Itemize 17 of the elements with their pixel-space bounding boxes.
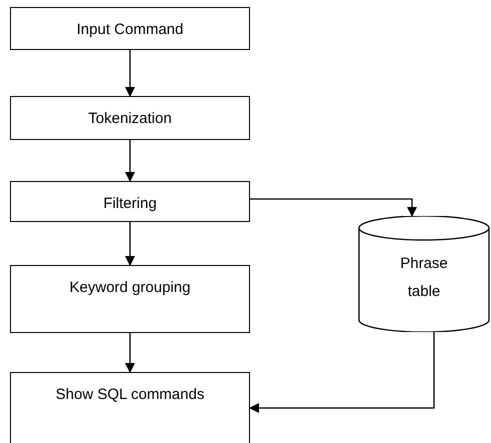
process-box (10, 181, 250, 222)
arrow (125, 333, 135, 373)
process-box (10, 265, 250, 333)
node-label: Keyword grouping (70, 278, 190, 298)
process-box (10, 96, 250, 140)
arrow (249, 332, 435, 413)
arrow (125, 50, 135, 97)
process-box (10, 7, 250, 50)
arrow (125, 222, 135, 266)
node-label: Show SQL commands (56, 385, 204, 405)
node-label: Tokenization (88, 109, 172, 129)
arrow (125, 140, 135, 182)
node-label: Input Command (76, 20, 184, 40)
node-label: Phrase table (399, 254, 449, 302)
node-label: Filtering (103, 194, 157, 214)
process-box (10, 372, 250, 443)
arrow (250, 198, 417, 217)
